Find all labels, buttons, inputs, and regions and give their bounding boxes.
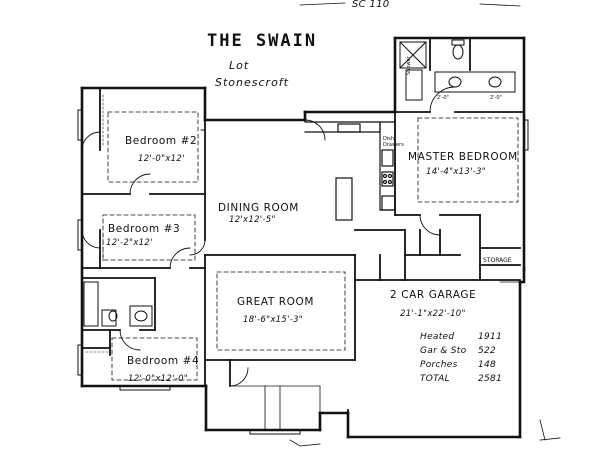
interior-walls: [81, 37, 525, 438]
bedroom-4-dims: 12'-0"x12'-0": [128, 374, 189, 384]
great-room-label: GREAT ROOM: [237, 296, 315, 308]
garage-label: 2 CAR GARAGE: [390, 289, 477, 301]
subdivision-label: Stonescroft: [215, 76, 289, 89]
bedroom-4-label: Bedroom #4: [127, 355, 200, 367]
ceiling-outlines: [102, 111, 519, 381]
hall-bath: [83, 281, 153, 327]
master-bedroom-dims: 14'-4"x13'-3": [426, 167, 487, 177]
master-bedroom-label: MASTER BEDROOM: [408, 151, 518, 163]
storage-label: STORAGE: [483, 257, 512, 264]
top-scribble: SC 110: [352, 0, 390, 10]
master-bath: [399, 39, 516, 101]
bedroom-2-dims: 12'-0"x12': [138, 154, 185, 164]
garage-details: [229, 281, 561, 447]
garage-dims: 21'-1"x22'-10": [400, 309, 466, 319]
garage-storage-label: Gar & Sto: [420, 346, 467, 356]
door-swings: [81, 86, 456, 387]
lot-label: Lot: [229, 59, 250, 72]
bedroom-3-label: Bedroom #3: [108, 223, 181, 235]
total-label: TOTAL: [420, 374, 450, 384]
garage-storage-value: 522: [478, 346, 497, 356]
total-value: 2581: [478, 374, 503, 384]
kitchen: [304, 121, 396, 221]
kitchen-note: Dish Drawers: [383, 136, 404, 148]
bedroom-2-label: Bedroom #2: [125, 135, 198, 147]
great-room-dims: 18'-6"x15'-3": [243, 315, 304, 325]
bedroom-3-dims: 12'-2"x12': [106, 238, 153, 248]
porches-value: 148: [478, 360, 497, 370]
windows: [77, 109, 529, 435]
dining-room-label: DINING ROOM: [218, 202, 299, 214]
heated-label: Heated: [420, 332, 455, 342]
dining-room-dims: 12'x12'-5": [229, 215, 276, 225]
bath-dim-2: 2'-0": [490, 95, 502, 101]
plan-title: THE SWAIN: [207, 31, 318, 51]
exterior-walls: [80, 36, 526, 439]
porches-label: Porches: [420, 360, 458, 370]
shower-label: Shower: [406, 56, 412, 75]
bath-dim-1: 2'-0": [437, 95, 449, 101]
heated-value: 1911: [478, 332, 503, 342]
